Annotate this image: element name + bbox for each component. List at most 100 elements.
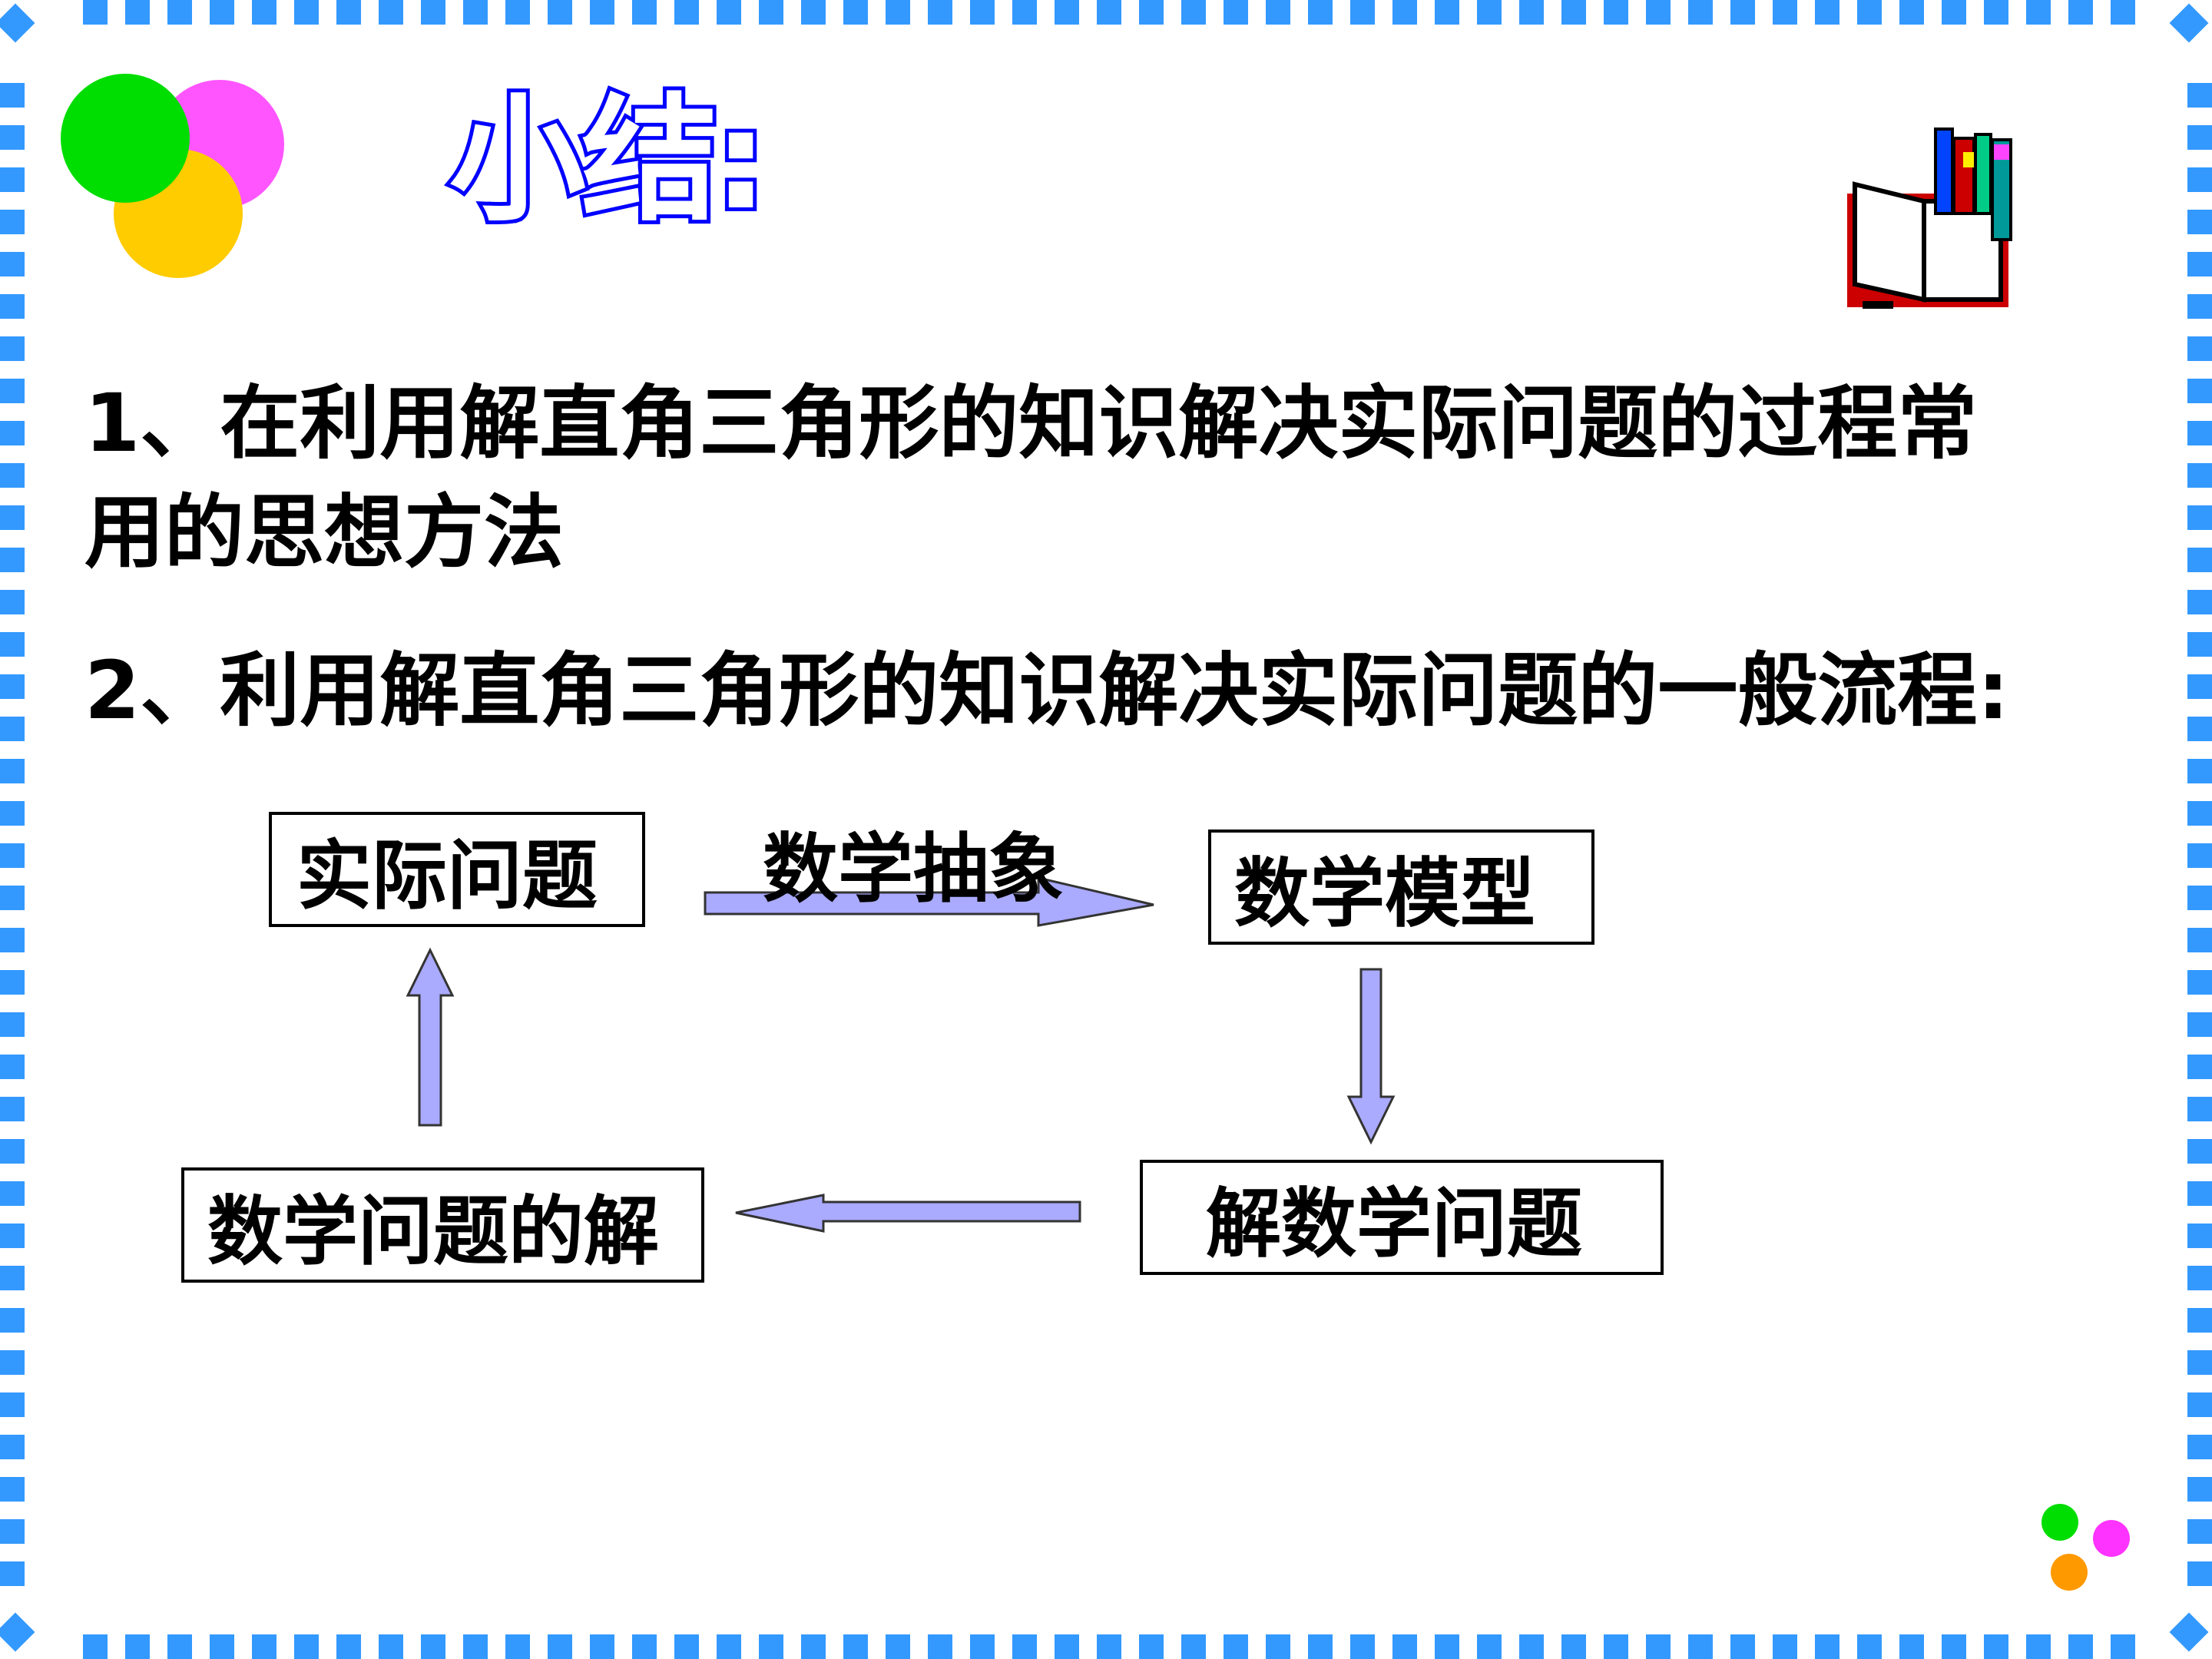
border-dash <box>1012 0 1037 25</box>
border-dash <box>2026 0 2051 25</box>
node-label: 实际问题 <box>296 833 598 920</box>
border-dash <box>2187 252 2212 276</box>
border-dash <box>1604 1634 1628 1659</box>
border-dash <box>2187 1435 2212 1459</box>
border-dash <box>336 1634 361 1659</box>
border-dash <box>0 336 25 361</box>
border-dash <box>2187 1139 2212 1164</box>
border-dash <box>0 167 25 192</box>
border-dash <box>0 843 25 868</box>
border-dash <box>1519 1634 1544 1659</box>
border-dash <box>1815 1634 1839 1659</box>
border-dash <box>1730 0 1755 25</box>
border-dash <box>1055 0 1079 25</box>
border-dash <box>1435 1634 1459 1659</box>
border-dash <box>0 1097 25 1121</box>
border-dash <box>1984 0 2008 25</box>
border-dash <box>1308 1634 1333 1659</box>
border-dash <box>1815 0 1839 25</box>
magenta-dot <box>2093 1520 2130 1557</box>
border-dash <box>2187 886 2212 910</box>
border-dash <box>2187 759 2212 783</box>
border-dash <box>1899 0 1924 25</box>
point-1-line-1: 1、在利用解直角三角形的知识解决实际问题的过程常 <box>84 376 1978 470</box>
border-dash <box>0 379 25 403</box>
border-dash <box>2187 548 2212 572</box>
border-dash <box>801 0 826 25</box>
border-dash <box>801 1634 826 1659</box>
border-dash <box>0 1561 25 1586</box>
border-dash <box>0 1477 25 1502</box>
border-dash <box>2187 210 2212 234</box>
border-dash <box>1139 0 1164 25</box>
border-dash <box>1266 1634 1290 1659</box>
border-dash <box>125 0 150 25</box>
border-dash <box>1688 1634 1713 1659</box>
border-dash <box>2068 1634 2093 1659</box>
border-dash <box>2187 1350 2212 1375</box>
border-dash <box>843 1634 868 1659</box>
border-dash <box>0 1012 25 1037</box>
border-dash <box>1730 1634 1755 1659</box>
border-dash <box>1984 1634 2008 1659</box>
arrow-down <box>1346 968 1396 1145</box>
border-dash <box>2187 1392 2212 1417</box>
border-dash <box>0 421 25 445</box>
border-dash <box>1857 1634 1882 1659</box>
border-dash <box>0 717 25 741</box>
border-dash <box>2187 83 2212 108</box>
border-dash <box>2187 463 2212 488</box>
border-dash <box>1435 0 1459 25</box>
border-dash <box>1942 1634 1966 1659</box>
border-dash <box>421 0 445 25</box>
border-dash <box>1477 0 1502 25</box>
border-dash <box>0 1519 25 1544</box>
border-dash <box>1942 0 1966 25</box>
border-dash <box>1561 0 1586 25</box>
border-dash <box>1477 1634 1502 1659</box>
border-dash <box>0 1392 25 1417</box>
border-dash <box>2187 421 2212 445</box>
border-dash <box>2187 1097 2212 1121</box>
border-dash <box>1519 0 1544 25</box>
border-dash <box>463 1634 488 1659</box>
border-dash <box>1688 0 1713 25</box>
border-dash <box>294 0 319 25</box>
node-math-model: 数学模型 <box>1208 830 1594 945</box>
flow-arrows <box>406 876 1396 1233</box>
border-dash <box>0 1435 25 1459</box>
orange-dot <box>2051 1554 2088 1591</box>
border-dash <box>2187 1561 2212 1586</box>
border-dash <box>548 0 572 25</box>
border-dash <box>1561 1634 1586 1659</box>
border-dash <box>2187 1266 2212 1290</box>
border-dash <box>928 0 952 25</box>
border-dash <box>548 1634 572 1659</box>
node-label: 数学模型 <box>1234 850 1536 938</box>
border-dash <box>0 210 25 234</box>
border-dash <box>0 1350 25 1375</box>
border-dash <box>2187 505 2212 530</box>
border-dash <box>1266 0 1290 25</box>
border-dash <box>2187 167 2212 192</box>
border-dash <box>0 252 25 276</box>
border-dash <box>590 1634 614 1659</box>
border-dash <box>2187 336 2212 361</box>
slide-title-outline: 小结: <box>445 81 772 240</box>
border-dash <box>759 0 783 25</box>
border-dash <box>886 0 910 25</box>
border-dash <box>2187 632 2212 657</box>
node-label: 解数学问题 <box>1206 1181 1583 1268</box>
border-dash <box>2187 674 2212 699</box>
border-dash <box>1181 0 1206 25</box>
border-dash <box>0 1055 25 1079</box>
border-dash <box>0 674 25 699</box>
border-dash <box>2187 1308 2212 1333</box>
green-dot <box>2041 1504 2078 1541</box>
border-dash <box>1646 0 1671 25</box>
border-dash <box>970 1634 995 1659</box>
book-icon <box>1847 127 2012 309</box>
border-dash <box>210 1634 234 1659</box>
border-dash <box>2111 0 2135 25</box>
border-dash <box>1899 1634 1924 1659</box>
